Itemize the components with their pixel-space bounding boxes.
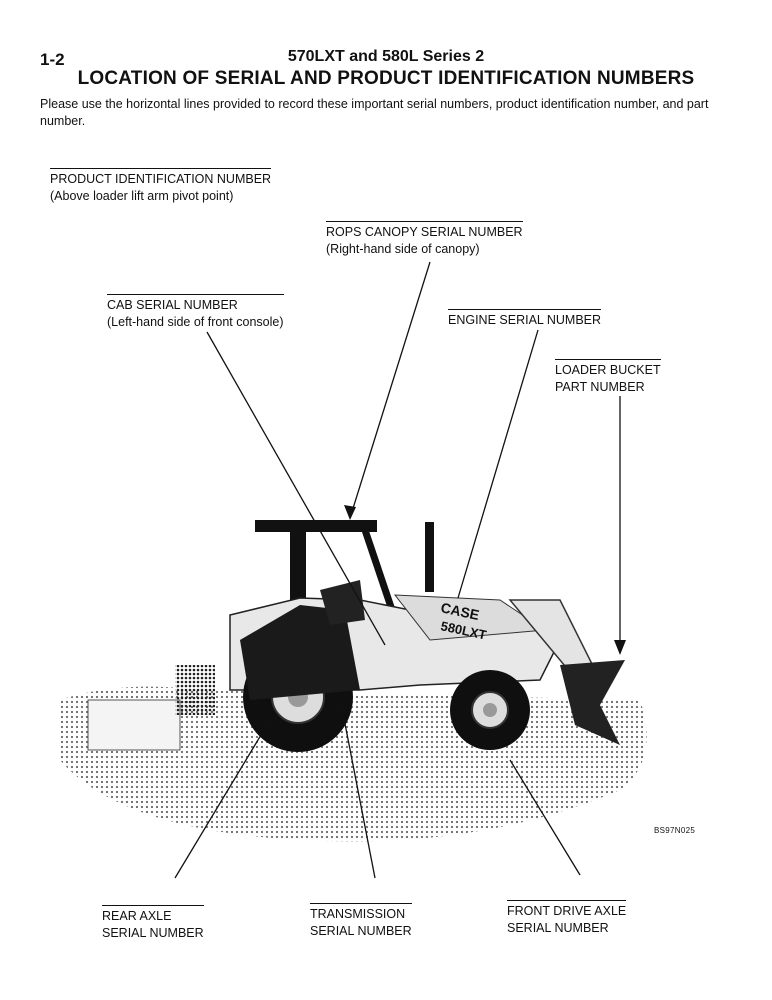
label-product-id-location: (Above loader lift arm pivot point)	[50, 189, 234, 203]
label-engine-title: ENGINE SERIAL NUMBER	[448, 309, 602, 329]
callout-engine	[457, 329, 539, 599]
label-product-id: PRODUCT IDENTIFICATION NUMBER (Above loa…	[50, 168, 272, 205]
label-bucket: LOADER BUCKET PART NUMBER	[555, 359, 661, 396]
label-cab-title: CAB SERIAL NUMBER	[107, 294, 284, 314]
label-transmission: TRANSMISSION SERIAL NUMBER	[310, 903, 412, 940]
label-cab: CAB SERIAL NUMBER (Left-hand side of fro…	[107, 294, 284, 331]
page-title: LOCATION OF SERIAL AND PRODUCT IDENTIFIC…	[77, 68, 695, 89]
running-title: 570LXT and 580L Series 2	[287, 48, 485, 65]
label-engine: ENGINE SERIAL NUMBER	[448, 309, 602, 329]
label-rear-axle-title: REAR AXLE	[102, 905, 204, 925]
label-front-axle: FRONT DRIVE AXLE SERIAL NUMBER	[507, 900, 627, 937]
rear-counterweight	[87, 699, 181, 751]
label-rear-axle: REAR AXLE SERIAL NUMBER	[102, 905, 204, 942]
rops-canopy-roof	[255, 520, 377, 532]
intro-text: Please use the horizontal lines provided…	[40, 97, 709, 128]
label-front-axle-title: FRONT DRIVE AXLE	[507, 900, 627, 920]
label-product-id-title: PRODUCT IDENTIFICATION NUMBER	[50, 168, 272, 188]
label-transmission-subtitle: SERIAL NUMBER	[310, 924, 412, 938]
label-rops-title: ROPS CANOPY SERIAL NUMBER	[326, 221, 523, 241]
label-bucket-subtitle: PART NUMBER	[555, 380, 645, 394]
label-rops-location: (Right-hand side of canopy)	[326, 242, 480, 256]
callout-front-axle	[509, 759, 581, 876]
page-number: 1-2	[40, 50, 65, 69]
label-bucket-title: LOADER BUCKET	[555, 359, 661, 379]
figure-code: BS97N025	[654, 826, 696, 835]
callout-transmission	[339, 697, 376, 879]
label-rops: ROPS CANOPY SERIAL NUMBER (Right-hand si…	[326, 221, 523, 258]
hood-brand: CASE	[439, 599, 480, 623]
label-front-axle-subtitle: SERIAL NUMBER	[507, 921, 609, 935]
label-cab-location: (Left-hand side of front console)	[107, 315, 284, 329]
callout-cab	[206, 331, 386, 646]
label-rear-axle-subtitle: SERIAL NUMBER	[102, 926, 204, 940]
label-transmission-title: TRANSMISSION	[310, 903, 412, 923]
loader-bucket	[560, 660, 625, 745]
callout-rear-axle	[174, 719, 271, 879]
callout-rops	[349, 261, 431, 519]
